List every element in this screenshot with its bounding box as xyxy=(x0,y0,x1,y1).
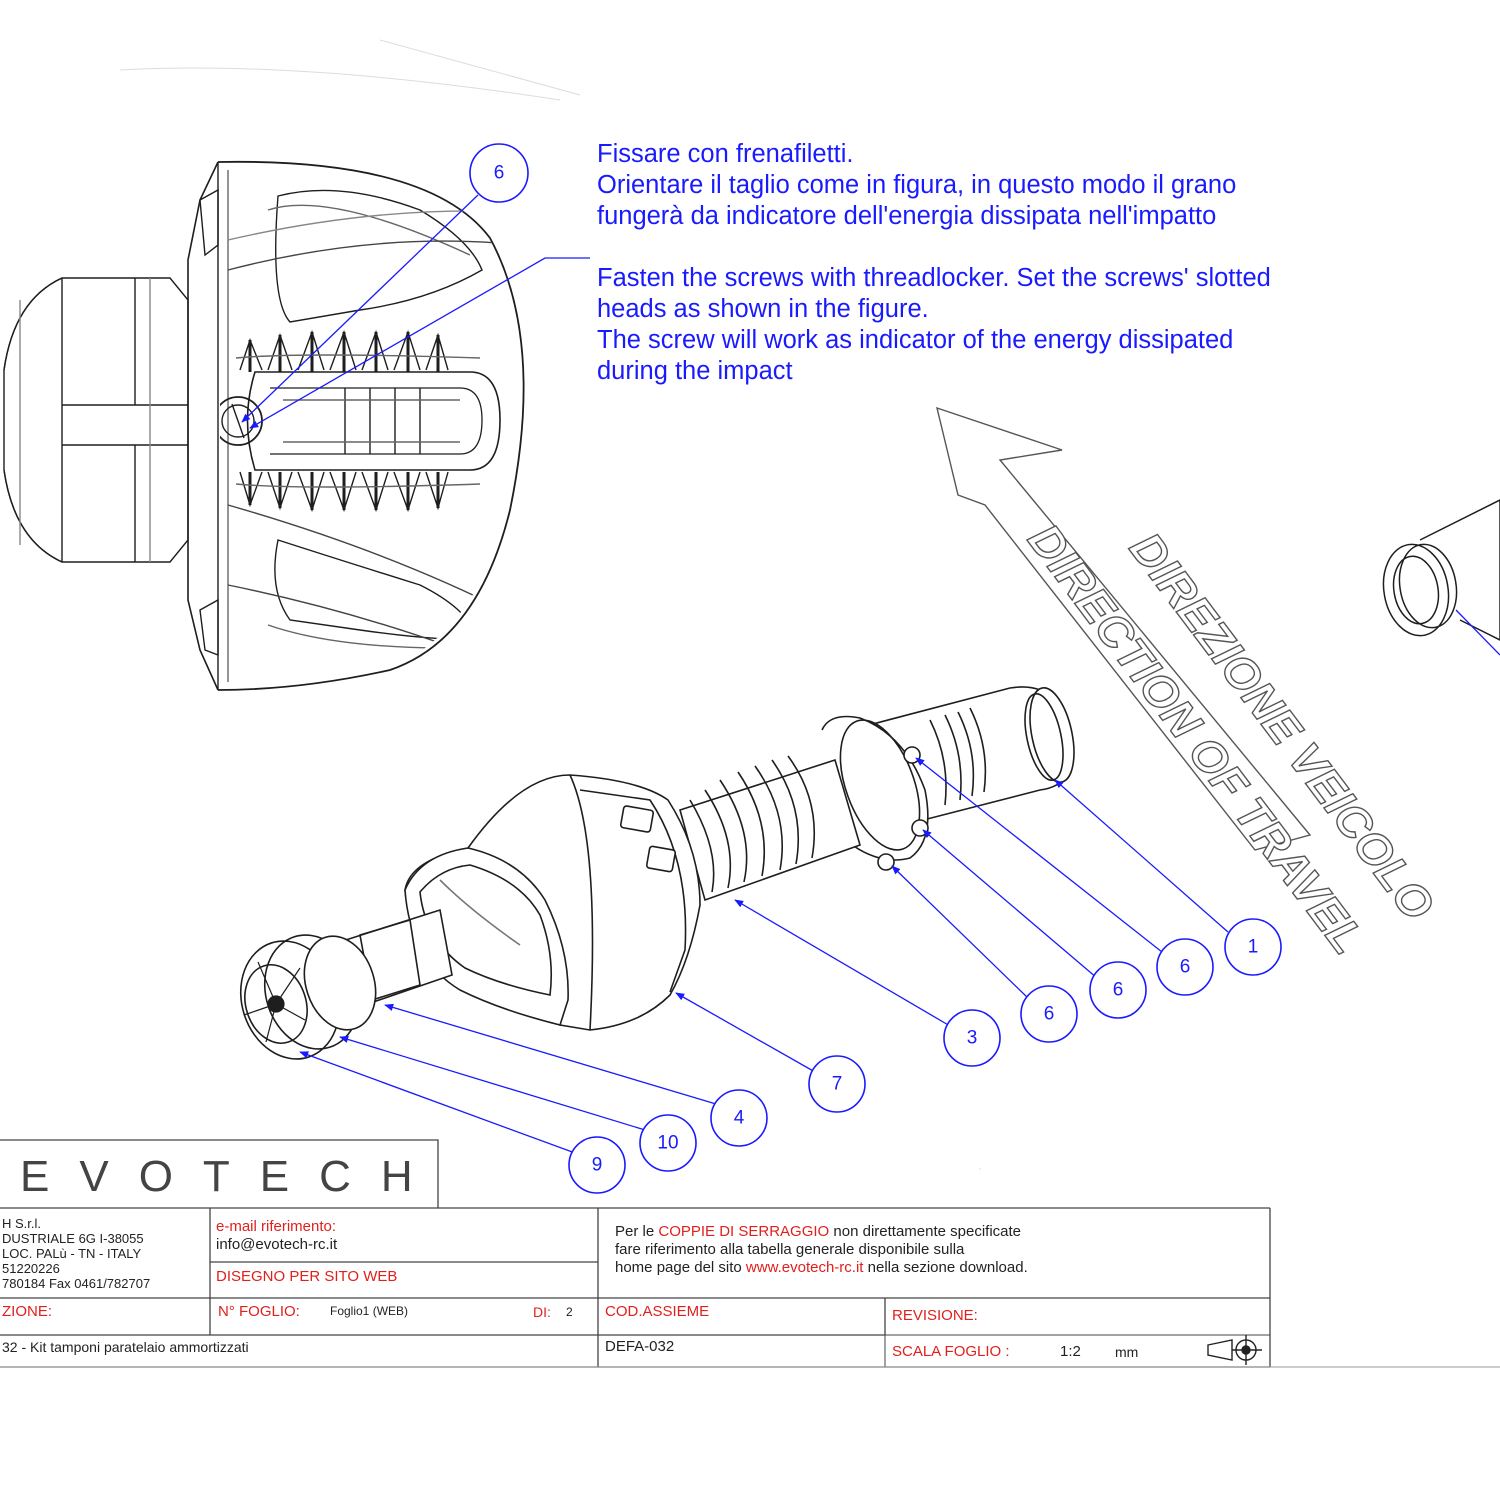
torque-note-highlight: COPPIE DI SERRAGGIO xyxy=(658,1223,830,1240)
balloon-10: 10 xyxy=(639,1114,697,1172)
company-line1: H S.r.l. xyxy=(2,1216,42,1231)
balloon-6b-text: 6 xyxy=(1113,980,1124,1001)
torque-note-suffix: non direttamente specificate xyxy=(829,1223,1022,1240)
torque-note-line3-suffix: nella sezione download. xyxy=(863,1259,1028,1276)
balloon-3-text: 3 xyxy=(967,1028,978,1049)
title-block-grid xyxy=(0,1139,1500,1368)
sheet-value: Foglio1 (WEB) xyxy=(330,1304,409,1318)
balloon-detail-6-text: 6 xyxy=(494,163,505,184)
direction-arrow xyxy=(936,406,1312,851)
balloon-detail-6: 6 xyxy=(469,143,529,203)
balloon-9: 9 xyxy=(568,1136,626,1194)
description-value: 32 - Kit tamponi paratelaio ammortizzati xyxy=(2,1339,249,1355)
balloon-10-text: 10 xyxy=(657,1133,678,1154)
note-it-line3: fungerà da indicatore dell'energia dissi… xyxy=(597,202,1217,230)
partial-component xyxy=(1382,499,1500,656)
sheet-label: N° FOGLIO: xyxy=(218,1303,300,1320)
torque-note-line1: Per le COPPIE DI SERRAGGIO non direttame… xyxy=(615,1223,1028,1241)
note-en-line4: during the impact xyxy=(597,357,793,385)
note-en-line3: The screw will work as indicator of the … xyxy=(597,326,1234,354)
company-line4: 51220226 xyxy=(2,1261,60,1276)
balloon-9-text: 9 xyxy=(592,1155,603,1176)
assembly-value: DEFA-032 xyxy=(605,1338,675,1355)
of-value: 2 xyxy=(566,1305,573,1319)
torque-note: Per le COPPIE DI SERRAGGIO non direttame… xyxy=(615,1223,1028,1277)
torque-note-line3: home page del sito www.evotech-rc.it nel… xyxy=(615,1259,1028,1277)
company-address: H S.r.l. DUSTRIALE 6G I-38055 LOC. PALù … xyxy=(2,1216,150,1291)
torque-note-line2: fare riferimento alla tabella generale d… xyxy=(615,1241,965,1258)
torque-note-prefix: Per le xyxy=(615,1223,659,1240)
description-label: ZIONE: xyxy=(2,1303,53,1320)
balloon-6a: 6 xyxy=(1156,938,1214,996)
projection-symbol-icon xyxy=(1207,1335,1262,1365)
company-line2: DUSTRIALE 6G I-38055 xyxy=(2,1231,144,1246)
detail-view xyxy=(3,160,525,691)
main-leaders xyxy=(299,757,1229,1154)
scale-unit: mm xyxy=(1115,1344,1139,1360)
balloon-4-text: 4 xyxy=(734,1108,745,1129)
balloon-6a-text: 6 xyxy=(1180,957,1191,978)
note-it-line1: Fissare con frenafiletti. xyxy=(597,140,854,168)
balloon-1-text: 1 xyxy=(1248,937,1259,958)
company-logo: EVOTECH xyxy=(20,1152,443,1201)
scale-label: SCALA FOGLIO : xyxy=(892,1343,1010,1360)
balloon-6b: 6 xyxy=(1089,961,1147,1019)
balloon-6c: 6 xyxy=(1020,985,1078,1043)
email-label: e-mail riferimento: xyxy=(216,1218,337,1235)
note-en-line1: Fasten the screws with threadlocker. Set… xyxy=(597,264,1271,292)
balloon-1: 1 xyxy=(1224,918,1282,976)
company-line3: LOC. PALù - TN - ITALY xyxy=(2,1246,142,1261)
balloon-6c-text: 6 xyxy=(1044,1004,1055,1025)
balloon-7: 7 xyxy=(808,1055,866,1113)
balloon-7-text: 7 xyxy=(832,1074,843,1095)
email-value[interactable]: info@evotech-rc.it xyxy=(216,1236,338,1253)
detail-leaders xyxy=(241,194,590,429)
of-label: DI: xyxy=(533,1304,551,1320)
assembly-label: COD.ASSIEME xyxy=(605,1303,710,1320)
drawing-type: DISEGNO PER SITO WEB xyxy=(216,1268,398,1285)
revision-label: REVISIONE: xyxy=(892,1307,978,1324)
note-it-line2: Orientare il taglio come in figura, in q… xyxy=(597,171,1237,199)
balloons: 1 6 6 6 3 7 4 10 xyxy=(568,918,1282,1194)
company-line5: 780184 Fax 0461/782707 xyxy=(2,1276,151,1291)
balloon-4: 4 xyxy=(710,1089,768,1147)
construction-lines xyxy=(119,39,981,1170)
website-link[interactable]: www.evotech-rc.it xyxy=(745,1259,864,1276)
main-assembly xyxy=(239,686,1075,1060)
scale-value: 1:2 xyxy=(1060,1343,1081,1360)
balloon-3: 3 xyxy=(943,1009,1001,1067)
torque-note-line3-prefix: home page del sito xyxy=(615,1259,746,1276)
direction-labels: DIREZIONE VEICOLO DIRECTION OF TRAVEL xyxy=(1018,513,1446,963)
note-en-line2: heads as shown in the figure. xyxy=(597,295,929,323)
